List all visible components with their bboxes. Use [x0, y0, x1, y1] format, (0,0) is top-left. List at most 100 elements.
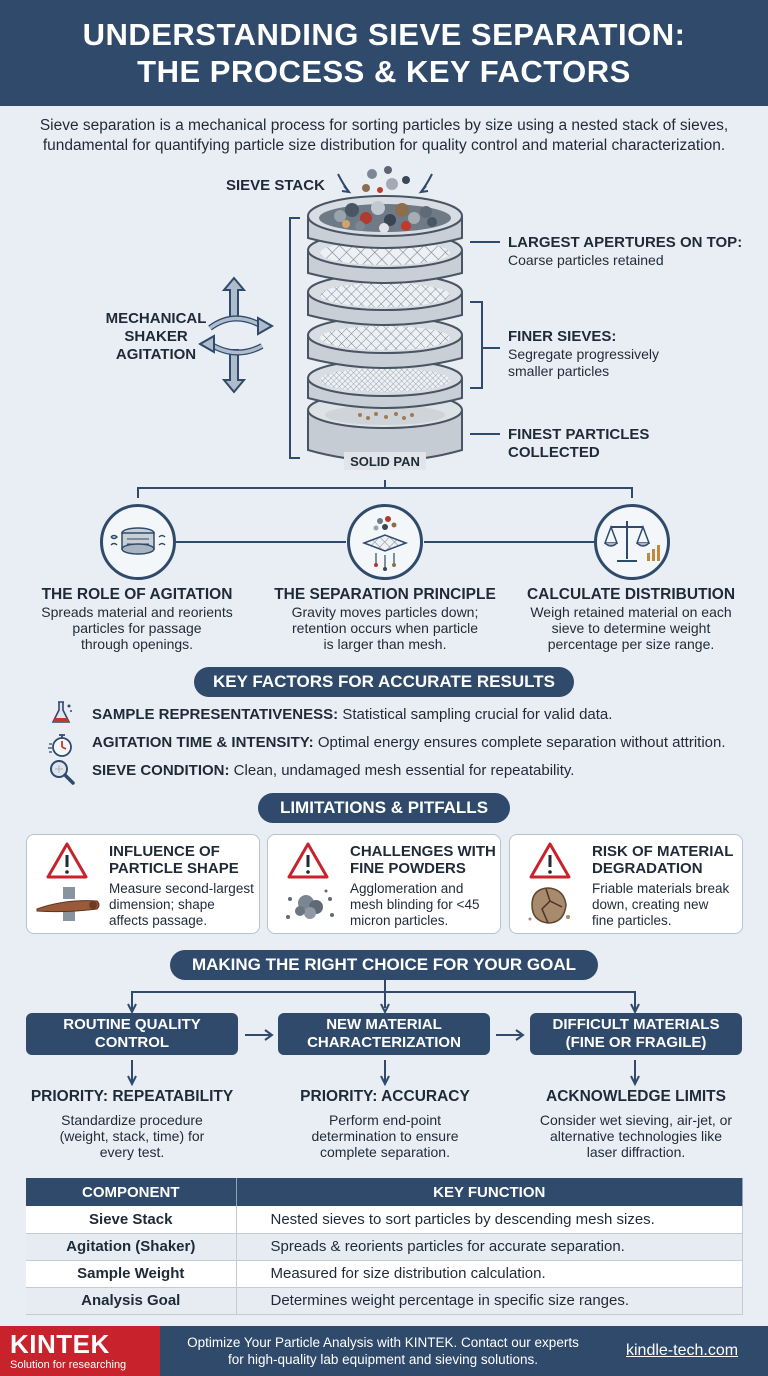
page-header: UNDERSTANDING SIEVE SEPARATION: THE PROC… [0, 0, 768, 106]
table-cell: Agitation (Shaker) [26, 1233, 237, 1261]
step-text: percentage per size range. [547, 636, 715, 652]
step-title: THE ROLE OF AGITATION [41, 586, 233, 603]
footer: KINTEK Solution for researching Optimize… [0, 1326, 768, 1376]
brand-tagline: Solution for researching [10, 1359, 127, 1371]
step-agitation: THE ROLE OF AGITATION Spreads material a… [14, 586, 260, 652]
step-text: particles for passage [72, 620, 202, 636]
table-row: Sample Weight Measured for size distribu… [26, 1260, 743, 1288]
step-text: Spreads material and reorients [41, 604, 233, 620]
step-distribution: CALCULATE DISTRIBUTION Weigh retained ma… [508, 586, 754, 652]
card-text: down, creating new [592, 897, 709, 912]
goal-label: (FINE OR FRAGILE) [565, 1034, 707, 1051]
priority-line: alternative technologies like [550, 1128, 722, 1144]
choice-connectors [127, 980, 640, 1087]
priority-text-1: Standardize procedure (weight, stack, ti… [12, 1112, 252, 1160]
step-text: sieve to determine weight [551, 620, 711, 636]
callout-mid-text-2: smaller particles [508, 363, 610, 379]
callout-mid-text-1: Segregate progressively [508, 346, 659, 362]
table-row: Analysis Goal Determines weight percenta… [26, 1287, 743, 1315]
broken-particle-icon [528, 887, 570, 924]
card-title: CHALLENGES WITH [350, 843, 496, 860]
shaker-label-line-3: AGITATION [115, 346, 197, 363]
step-text: Gravity moves particles down; [291, 604, 479, 620]
intro-text: Sieve separation is a mechanical process… [39, 117, 729, 154]
choice-heading: MAKING THE RIGHT CHOICE FOR YOUR GOAL [170, 950, 598, 980]
card-text: dimension; shape [109, 897, 215, 912]
input-arrow-icon [337, 173, 433, 194]
table-cell: Spreads & reorients particles for accura… [236, 1233, 743, 1261]
callout-largest-apertures: LARGEST APERTURES ON TOP: Coarse particl… [508, 234, 742, 269]
limitations-heading: LIMITATIONS & PITFALLS [258, 793, 510, 823]
magnifier-icon [50, 760, 75, 785]
steps-connector [137, 480, 633, 543]
goal-label: DIFFICULT MATERIALS [552, 1016, 720, 1033]
step-title: CALCULATE DISTRIBUTION [526, 586, 736, 603]
priority-line: determination to ensure [311, 1128, 459, 1144]
table-cell: Sample Weight [26, 1260, 237, 1288]
card-text: affects passage. [109, 913, 208, 928]
card-title: PARTICLE SHAPE [109, 860, 239, 877]
table-cell: Determines weight percentage in specific… [236, 1287, 743, 1315]
factor-label: SAMPLE REPRESENTATIVENESS: [92, 706, 339, 723]
distribution-step-icon [594, 504, 670, 580]
card-title: INFLUENCE OF [109, 843, 220, 860]
table-row: Agitation (Shaker) Spreads & reorients p… [26, 1233, 743, 1261]
component-table: COMPONENT KEY FUNCTION Sieve Stack Neste… [26, 1178, 743, 1315]
priority-text-2: Perform end-point determination to ensur… [265, 1112, 505, 1160]
card-title: FINE POWDERS [350, 860, 466, 877]
goal-new-material: NEW MATERIAL CHARACTERIZATION [278, 1013, 490, 1055]
callout-mid-title: FINER SIEVES: [508, 328, 617, 345]
goal-label: NEW MATERIAL [326, 1016, 442, 1033]
table-header: COMPONENT [26, 1178, 237, 1206]
priority-repeatability: PRIORITY: REPEATABILITY [30, 1088, 234, 1105]
title-line-2: THE PROCESS & KEY FACTORS [137, 54, 631, 89]
step-text: Weigh retained material on each [530, 604, 732, 620]
step-separation: THE SEPARATION PRINCIPLE Gravity moves p… [262, 586, 508, 652]
factor-label: SIEVE CONDITION: [92, 762, 230, 779]
separation-step-icon [347, 504, 423, 580]
step-text: retention occurs when particle [292, 620, 478, 636]
goal-label: CONTROL [94, 1034, 170, 1051]
factor-label: AGITATION TIME & INTENSITY: [92, 734, 314, 751]
warning-icon [46, 842, 88, 879]
particle-shape-icon [36, 887, 100, 921]
table-cell: Analysis Goal [26, 1287, 237, 1315]
shaking-sieve-icon [110, 527, 166, 555]
website-link[interactable]: kindle-tech.com [626, 1342, 739, 1359]
factor-agitation: AGITATION TIME & INTENSITY: Optimal ener… [92, 734, 726, 752]
table-cell: Measured for size distribution calculati… [236, 1260, 743, 1288]
table-cell: Nested sieves to sort particles by desce… [236, 1206, 743, 1234]
powder-agglomerate-icon [286, 889, 334, 919]
callout-bot-title-1: FINEST PARTICLES [508, 426, 650, 443]
table-row: Sieve Stack Nested sieves to sort partic… [26, 1206, 743, 1234]
particles-icon [362, 166, 410, 193]
brand-logo[interactable]: KINTEK Solution for researching [0, 1326, 160, 1376]
table-cell: Sieve Stack [26, 1206, 237, 1234]
brand-name: KINTEK [10, 1329, 110, 1359]
priority-line: laser diffraction. [586, 1144, 686, 1160]
goal-routine-qc: ROUTINE QUALITY CONTROL [26, 1013, 238, 1055]
shaker-label-line-2: SHAKER [124, 328, 188, 345]
priority-text-3: Consider wet sieving, air-jet, or altern… [516, 1112, 756, 1160]
key-factors-heading: KEY FACTORS FOR ACCURATE RESULTS [194, 667, 574, 697]
footer-line: for high-quality lab equipment and sievi… [228, 1352, 538, 1367]
callout-top-title: LARGEST APERTURES ON TOP: [508, 234, 743, 251]
factor-text: Optimal energy ensures complete separati… [313, 734, 726, 751]
priority-accuracy: PRIORITY: ACCURACY [300, 1088, 470, 1105]
footer-text: Optimize Your Particle Analysis with KIN… [168, 1334, 598, 1368]
step-text: through openings. [80, 636, 194, 652]
callout-bot-title-2: COLLECTED [508, 444, 600, 461]
factor-text: Statistical sampling crucial for valid d… [338, 706, 613, 723]
table-header-row: COMPONENT KEY FUNCTION [26, 1178, 743, 1206]
card-text: mesh blinding for <45 [350, 897, 480, 912]
step-title: THE SEPARATION PRINCIPLE [274, 586, 496, 603]
shaker-agitation-icon [197, 276, 275, 394]
sieve-stack-diagram [197, 166, 500, 470]
card-title: DEGRADATION [592, 860, 703, 877]
title-line-1: UNDERSTANDING SIEVE SEPARATION: [82, 17, 686, 52]
shaker-label-line-1: MECHANICAL [105, 310, 207, 327]
priority-line: Standardize procedure [61, 1112, 203, 1128]
factor-text: Clean, undamaged mesh essential for repe… [229, 762, 575, 779]
